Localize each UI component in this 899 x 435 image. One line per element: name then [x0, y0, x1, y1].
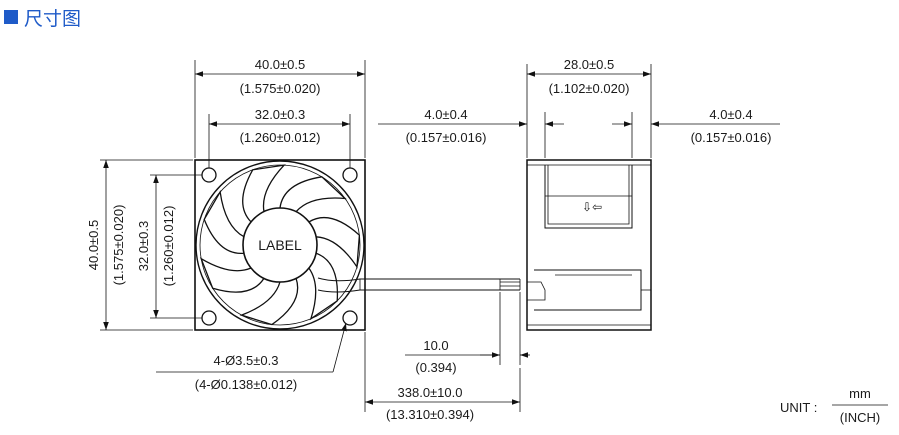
front-view: LABEL 40.0±0.5 (1.575±0.020) 32.0±0.3 (1… [86, 57, 521, 392]
fan-blade [242, 164, 286, 223]
fan-frame [194, 159, 366, 331]
fan-blade [308, 216, 361, 269]
dim-width: 40.0±0.5 [255, 57, 306, 72]
dim-depth-inch: (1.102±0.020) [549, 81, 630, 96]
fan-blade [203, 189, 245, 254]
unit-legend: UNIT : mm (INCH) [780, 386, 888, 425]
fan-blade [279, 176, 347, 213]
page-title: 尺寸图 [24, 7, 82, 30]
side-view: ⇩⇦ 28.0±0.5 (1.102±0.020) 4.0±0.4 (0.157… [378, 57, 780, 331]
cable-dimensions: 10.0 (0.394) 338.0±10.0 (13.310±0.394) [364, 292, 530, 422]
dim-pitch-h-inch: (1.260±0.012) [161, 206, 176, 287]
side-body [526, 159, 652, 331]
unit-label: UNIT : [780, 400, 817, 415]
dim-offset-left: 4.0±0.4 [424, 107, 467, 122]
cable [317, 277, 520, 293]
mount-hole-tr [342, 167, 358, 183]
mount-hole-tl [201, 167, 217, 183]
dim-length-inch: (13.310±0.394) [386, 407, 474, 422]
header-square-icon [4, 10, 18, 24]
dim-height-inch: (1.575±0.020) [111, 205, 126, 286]
fan-blades [199, 164, 361, 326]
fan-ring-inner [199, 164, 361, 326]
fan-blade [199, 257, 265, 293]
dim-length: 338.0±10.0 [398, 385, 463, 400]
mount-hole-bl [201, 310, 217, 326]
unit-inch: (INCH) [840, 410, 880, 425]
dim-width-inch: (1.575±0.020) [240, 81, 321, 96]
airflow-arrow-icon: ⇩⇦ [582, 200, 602, 214]
dim-strip-inch: (0.394) [415, 360, 456, 375]
dim-strip: 10.0 [423, 338, 448, 353]
dim-pitch-h: 32.0±0.3 [136, 221, 151, 272]
fan-hub [242, 207, 318, 283]
mount-hole-br [342, 310, 358, 326]
hub-label: LABEL [258, 237, 302, 253]
fan-blade [239, 277, 299, 326]
fan-blade [308, 252, 339, 321]
fan-ring [195, 160, 365, 330]
dim-offset-left-inch: (0.157±0.016) [406, 130, 487, 145]
dim-depth: 28.0±0.5 [564, 57, 615, 72]
dim-height: 40.0±0.5 [86, 220, 101, 271]
dim-hole: 4-Ø3.5±0.3 [214, 353, 279, 368]
section-header: 尺寸图 [4, 4, 81, 30]
dim-offset-right-inch: (0.157±0.016) [691, 130, 772, 145]
dim-offset-right: 4.0±0.4 [709, 107, 752, 122]
dim-pitch-w: 32.0±0.3 [255, 107, 306, 122]
unit-mm: mm [849, 386, 871, 401]
dim-pitch-w-inch: (1.260±0.012) [240, 130, 321, 145]
dim-hole-inch: (4-Ø0.138±0.012) [195, 377, 298, 392]
